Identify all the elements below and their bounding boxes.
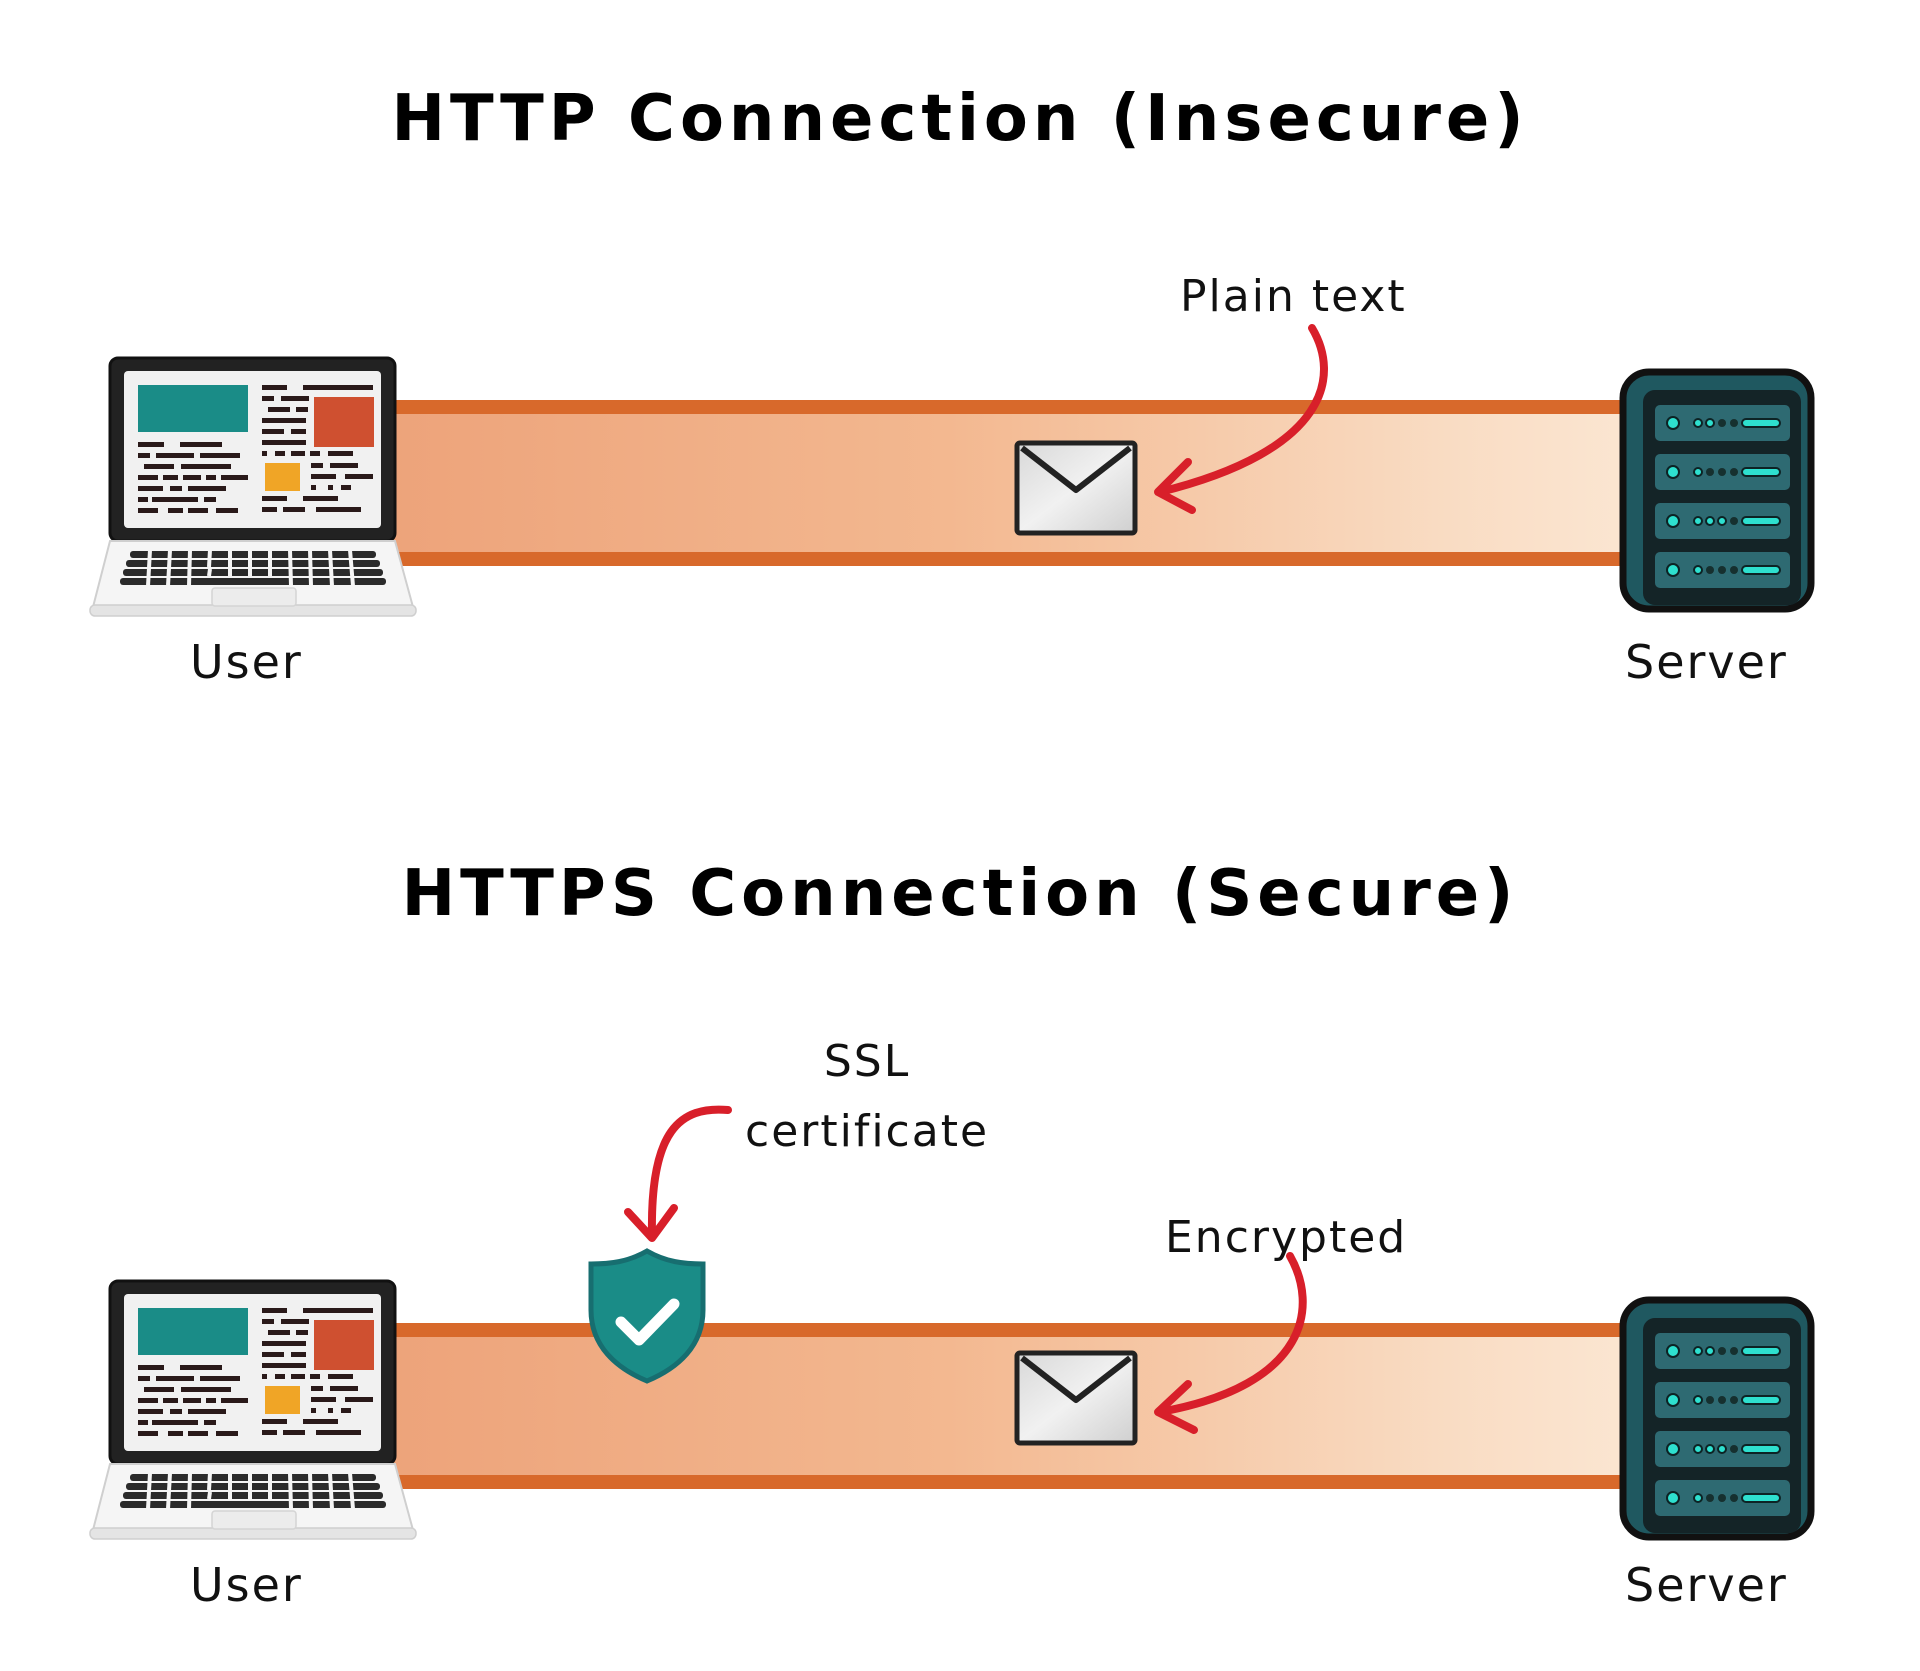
encrypted-annotation: Encrypted (1165, 1212, 1408, 1263)
arrow-icon (1140, 320, 1340, 520)
arrow-icon (1140, 1250, 1320, 1440)
ssl-line: SSL (823, 1036, 911, 1087)
server-label: Server (1625, 635, 1788, 689)
user-label: User (190, 1558, 303, 1612)
arrow-icon (610, 1100, 750, 1250)
https-section-title: HTTPS Connection (Secure) (401, 857, 1519, 931)
envelope-icon (1014, 440, 1138, 536)
laptop-icon (88, 355, 418, 620)
certificate-line: certificate (745, 1106, 990, 1157)
user-label: User (190, 635, 303, 689)
ssl-certificate-annotation: SSL certificate (745, 1027, 989, 1167)
https-connection-pipe (385, 1323, 1635, 1489)
envelope-icon (1014, 1350, 1138, 1446)
laptop-icon (88, 1278, 418, 1543)
server-icon (1600, 1283, 1815, 1548)
server-label: Server (1625, 1558, 1788, 1612)
shield-check-icon (586, 1248, 708, 1384)
http-connection-pipe (385, 400, 1635, 566)
plain-text-annotation: Plain text (1180, 271, 1407, 322)
server-icon (1600, 355, 1815, 620)
http-section-title: HTTP Connection (Insecure) (391, 82, 1529, 156)
